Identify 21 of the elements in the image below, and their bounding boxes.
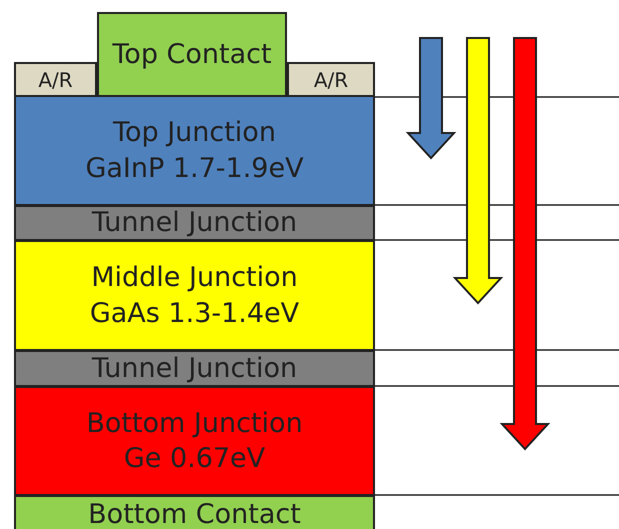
contact-layer xyxy=(97,12,287,97)
layer-label: Top Contact xyxy=(112,38,272,72)
coating-layer xyxy=(287,62,375,97)
layer-label: Ge 0.67eV xyxy=(124,442,266,476)
layer-label: Tunnel Junction xyxy=(92,352,298,386)
junction-layer xyxy=(14,95,375,206)
coating-layer xyxy=(14,62,97,97)
layer-label: Tunnel Junction xyxy=(92,206,298,240)
layer-label: GaAs 1.3-1.4eV xyxy=(90,296,300,330)
layer-label: Middle Junction xyxy=(91,261,298,296)
layer-label: A/R xyxy=(314,66,348,92)
layer-label: Bottom Junction xyxy=(86,406,303,441)
tunnel-layer xyxy=(14,205,375,241)
junction-layer xyxy=(14,240,375,351)
layer-label: Bottom Contact xyxy=(88,498,301,529)
tunnel-layer xyxy=(14,350,375,387)
layer-label: A/R xyxy=(38,66,73,92)
layer-label: Top Junction xyxy=(113,116,276,150)
layer-label: GaInP 1.7-1.9eV xyxy=(85,152,304,186)
junction-layer xyxy=(14,386,375,496)
contact-layer xyxy=(14,495,375,529)
